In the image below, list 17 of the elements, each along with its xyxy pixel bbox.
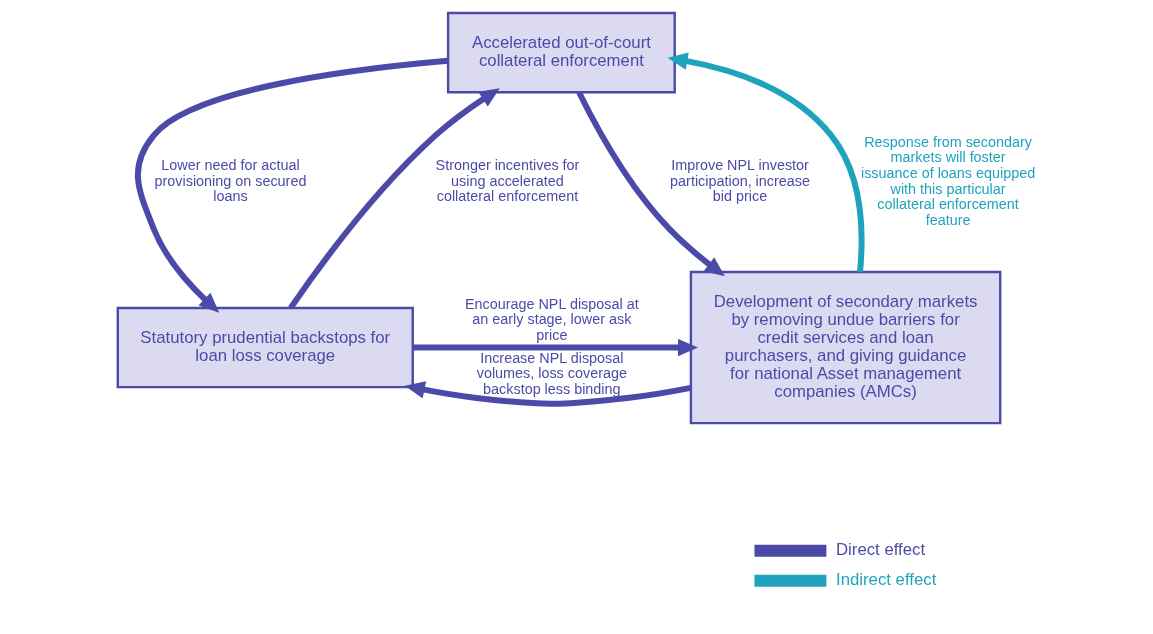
arrow [287, 88, 500, 310]
arrow [412, 338, 698, 357]
node-box: Statutory prudential backstops for loan loss coverage [116, 306, 414, 389]
edge-label: Improve NPL investor participation, increase bid price [669, 157, 810, 205]
arrow [575, 90, 725, 277]
edge-label: Encourage NPL disposal at an early stage, lower ask price [464, 295, 639, 343]
legend-label: Direct effect [835, 540, 925, 560]
node-box: Development of secondary markets by removing undue barriers for credit services and loan purchasers, and giving guidance for national Asset management companies (AMCs) [689, 270, 1001, 425]
edge-label: Lower need for actual provisioning on secured loans [154, 157, 306, 205]
legend-label: Indirect effect [835, 570, 936, 590]
edge-label: Response from secondary markets will foster issuance of loans equipped with this particular collateral enforcement feature [860, 133, 1035, 228]
arrow [667, 52, 864, 273]
arrow [134, 57, 448, 313]
arrow [404, 381, 691, 407]
node-box: Accelerated out-of-court collateral enforcement [446, 11, 676, 94]
edge-label: Increase NPL disposal volumes, loss coverage backstop less binding [476, 349, 627, 397]
edge-label: Stronger incentives for using accelerated collateral enforcement [435, 157, 579, 205]
